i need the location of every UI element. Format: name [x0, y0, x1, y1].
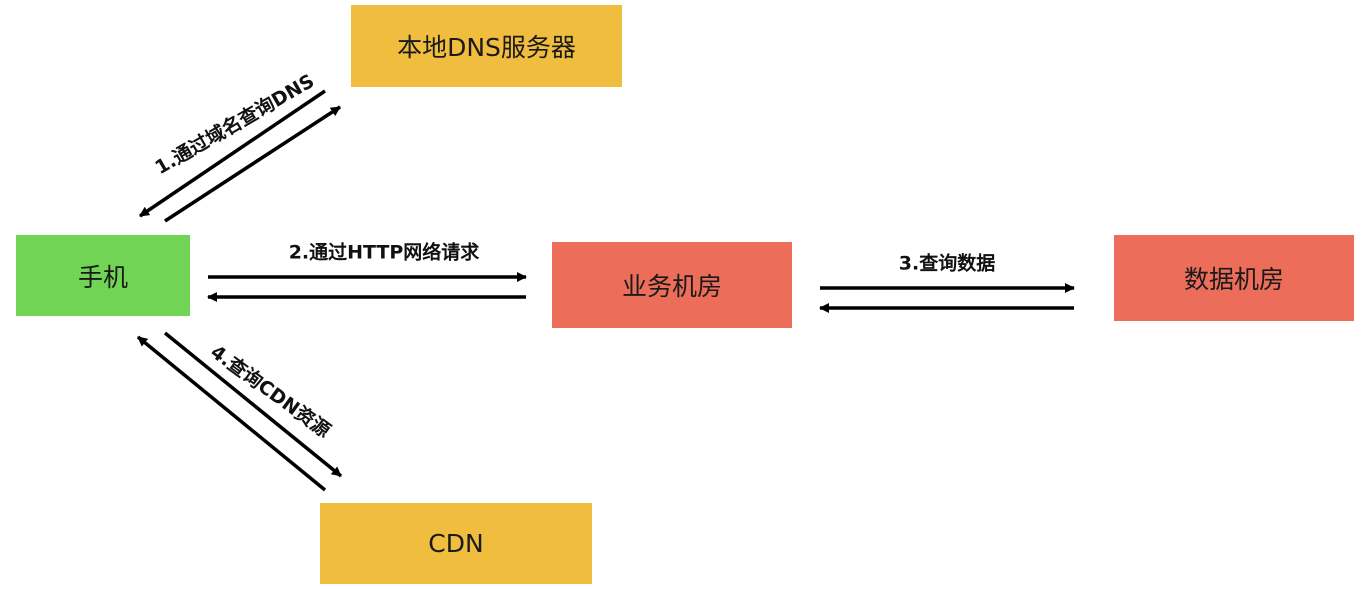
phone-label: 手机 [77, 262, 128, 292]
data-datacenter-node: 数据机房 [1114, 235, 1354, 321]
edge-label-data-query: 3.查询数据 [898, 252, 996, 275]
edge-label-http-request: 2.通过HTTP网络请求 [288, 241, 480, 264]
arrow-phone-to-dns [164, 105, 341, 223]
business-datacenter-node: 业务机房 [552, 242, 792, 328]
local-dns-server-node: 本地DNS服务器 [351, 5, 622, 87]
local-dns-server-label: 本地DNS服务器 [397, 33, 576, 62]
arrow-phone-to-cdn [163, 331, 343, 478]
phone-node: 手机 [16, 235, 190, 316]
arrow-cdn-to-phone [136, 335, 327, 492]
business-datacenter-label: 业务机房 [621, 272, 722, 301]
data-datacenter-label: 数据机房 [1183, 265, 1284, 294]
cdn-label: CDN [428, 529, 484, 558]
arrow-dns-to-phone [139, 89, 326, 218]
cdn-node: CDN [320, 503, 592, 584]
